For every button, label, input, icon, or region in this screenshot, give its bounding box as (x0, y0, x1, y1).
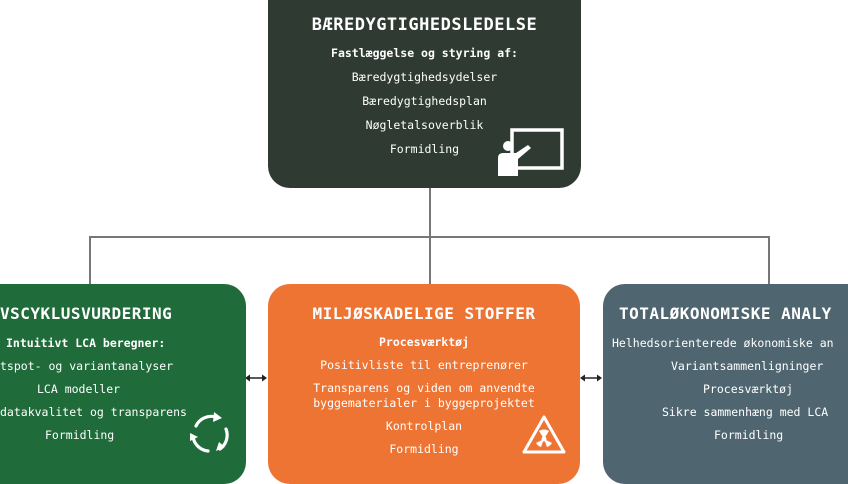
box-sustainability-management: BÆREDYGTIGHEDSLEDELSE Fastlæggelse og st… (268, 0, 581, 188)
box-item: datakvalitet og transparens (0, 405, 187, 419)
box-item: LCA modeller (37, 382, 121, 396)
box-harmful-substances: MILJØSKADELIGE STOFFER Procesværktøj Pos… (268, 284, 580, 484)
box-item: Formidling (45, 428, 115, 442)
connector-drop-right (768, 236, 770, 284)
box-item: Kontrolplan (385, 419, 463, 433)
recycle-arrows-icon (190, 412, 229, 453)
double-arrow-right (580, 374, 602, 382)
connector-horizontal (89, 236, 769, 238)
box-item: Nøgletalsoverblik (365, 118, 484, 132)
double-arrow-left (245, 374, 267, 382)
box-item: Formidling (389, 142, 460, 156)
box-item: Bæredygtighedsplan (362, 94, 487, 108)
box-title: TOTALØKONOMISKE ANALY (619, 304, 832, 323)
box-subtitle: Procesværktøj (378, 335, 469, 349)
box-item: Helhedsorienterede økonomiske an (612, 336, 834, 350)
box-item: Sikre sammenhæng med LCA (662, 405, 829, 419)
box-item: tspot- og variantanalyser (0, 359, 174, 373)
box-item: Formidling (714, 428, 784, 442)
box-title: VSCYKLUSVURDERING (0, 304, 173, 323)
box-item: Variantsammenligninger (671, 359, 824, 373)
box-subtitle: Intuitivt LCA beregner: (6, 336, 166, 350)
connector-drop-left (89, 236, 91, 284)
box-title: BÆREDYGTIGHEDSLEDELSE (311, 15, 538, 35)
box-item: Formidling (389, 442, 459, 456)
box-subtitle: Fastlæggelse og styring af: (331, 46, 518, 60)
box-title: MILJØSKADELIGE STOFFER (312, 304, 536, 323)
box-lifecycle-assessment: VSCYKLUSVURDERING Intuitivt LCA beregner… (0, 284, 246, 484)
hazard-warning-icon (522, 415, 566, 454)
box-item: byggematerialer i byggeprojektet (313, 396, 535, 410)
box-item: Bæredygtighedsydelser (351, 70, 498, 84)
box-item: Procesværktøj (703, 382, 794, 396)
presentation-board-icon (498, 128, 564, 176)
box-item: Positivliste til entreprenører (320, 358, 528, 372)
box-item: Transparens og viden om anvendte (313, 381, 535, 395)
box-total-economic-analysis: TOTALØKONOMISKE ANALY Helhedsorienterede… (603, 284, 848, 484)
